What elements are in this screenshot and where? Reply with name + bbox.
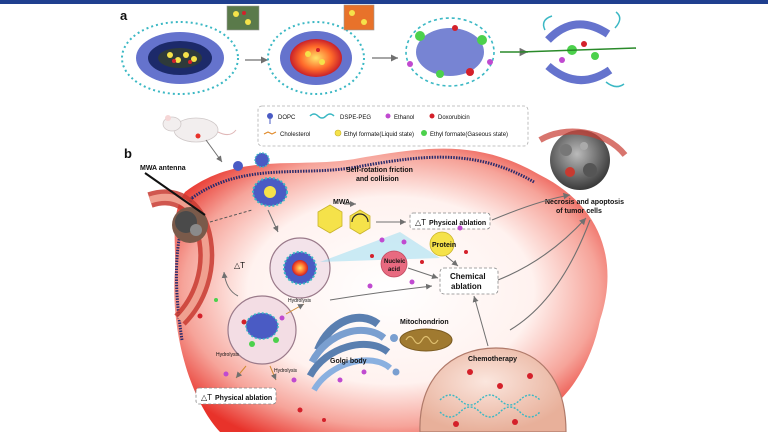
physical-ablation-label-top: Physical ablation [429, 220, 486, 227]
blood-vessel [147, 189, 215, 326]
liposome-stage-2 [267, 21, 365, 95]
liposome-stage-3 [405, 17, 495, 87]
panel-b-letter: b [124, 146, 132, 161]
endosome [269, 237, 331, 299]
liposome-stage-4 [519, 11, 637, 88]
mwa-label: MWA [333, 199, 350, 206]
golgi-body [306, 313, 400, 392]
protein-sphere [429, 231, 455, 257]
zoom-inset-2 [343, 4, 375, 31]
legend-label-ethanol: Ethanol [394, 115, 414, 121]
scattered-dots-bottom [197, 298, 326, 422]
incoming-liposomes [233, 152, 288, 207]
ethanol-drop-icon [385, 113, 391, 119]
physical-ablation-box-top: △T Physical ablation [409, 212, 491, 230]
tumor-mass [172, 207, 208, 243]
physical-ablation-box-bottom: △T Physical ablation [195, 387, 277, 405]
necrotic-cells [538, 128, 628, 190]
panel-a-letter: a [120, 8, 128, 23]
top-accent-bar [0, 0, 768, 4]
golgi-body-label: Golgi body [330, 358, 367, 365]
legend-box: DOPC DSPE-PEG Ethanol Doxorubicin Choles… [257, 105, 529, 147]
hydrolysis-label-3: Hydrolysis [274, 368, 298, 374]
hydrolysis-label-2: Hydrolysis [216, 352, 240, 358]
legend-item-gas-ef: Ethyl formate(Gaseous state) [421, 130, 508, 138]
mwa-antenna [144, 172, 206, 216]
delta-t-label-left: △T [234, 261, 245, 270]
cholesterol-icon [263, 131, 277, 135]
mwa-molecules [317, 204, 371, 235]
liposome-stage-1 [121, 21, 239, 95]
legend-item-ethanol: Ethanol [385, 113, 414, 121]
legend-label-doxorubicin: Doxorubicin [438, 115, 470, 121]
hydrolysis-label-1: Hydrolysis [288, 298, 312, 304]
physical-ablation-label-bottom: Physical ablation [215, 395, 272, 402]
dopc-lipid-icon [267, 113, 273, 119]
collision-label: and collision [356, 176, 399, 183]
chemotherapy-label: Chemotherapy [468, 356, 517, 363]
necrosis-label-line1: Necrosis and apoptosis [545, 199, 624, 206]
delta-t-label-top: △T [415, 218, 426, 227]
legend-item-doxorubicin: Doxorubicin [429, 113, 470, 121]
nucleic-acid-sphere [380, 250, 408, 278]
legend-label-gas-ef: Ethyl formate(Gaseous state) [430, 132, 508, 138]
acid-label: acid [388, 267, 400, 273]
zoom-beam [320, 232, 440, 262]
delta-t-label-bottom: △T [201, 393, 212, 402]
legend-item-liquid-ef: Ethyl formate(Liquid state) [334, 129, 414, 138]
mouse-illustration [162, 115, 237, 143]
liquid-ef-icon [334, 129, 342, 137]
nucleic-label: Nucleic [384, 259, 406, 265]
peg-chain-icon [309, 113, 335, 119]
legend-label-liquid-ef: Ethyl formate(Liquid state) [344, 132, 414, 138]
zoom-inset-1 [226, 5, 260, 31]
legend-item-dopc: DOPC [267, 113, 296, 124]
chemical-label: Chemical [450, 272, 486, 281]
chemical-ablation-box: Chemical ablation [439, 267, 499, 295]
nucleus [419, 347, 567, 432]
legend-label-dopc: DOPC [278, 115, 296, 121]
protein-label: Protein [432, 242, 456, 249]
legend-label-cholesterol: Cholesterol [280, 132, 310, 138]
legend-label-dspe-peg: DSPE-PEG [340, 115, 371, 121]
gas-ef-icon [421, 130, 427, 136]
released-molecules [367, 225, 468, 289]
legend-item-cholesterol: Cholesterol [263, 131, 310, 138]
doxorubicin-dot-icon [429, 113, 435, 119]
legend-item-dspe-peg: DSPE-PEG [309, 113, 371, 121]
mitochondrion [399, 328, 453, 352]
lysosome [227, 295, 297, 365]
mitochondrion-label: Mitochondrion [400, 319, 449, 326]
mwa-antenna-label: MWA antenna [140, 165, 186, 172]
ablation-label: ablation [451, 282, 482, 291]
necrosis-label-line2: of tumor cells [556, 208, 602, 215]
self-rotation-label: Self-rotation friction [346, 167, 413, 174]
